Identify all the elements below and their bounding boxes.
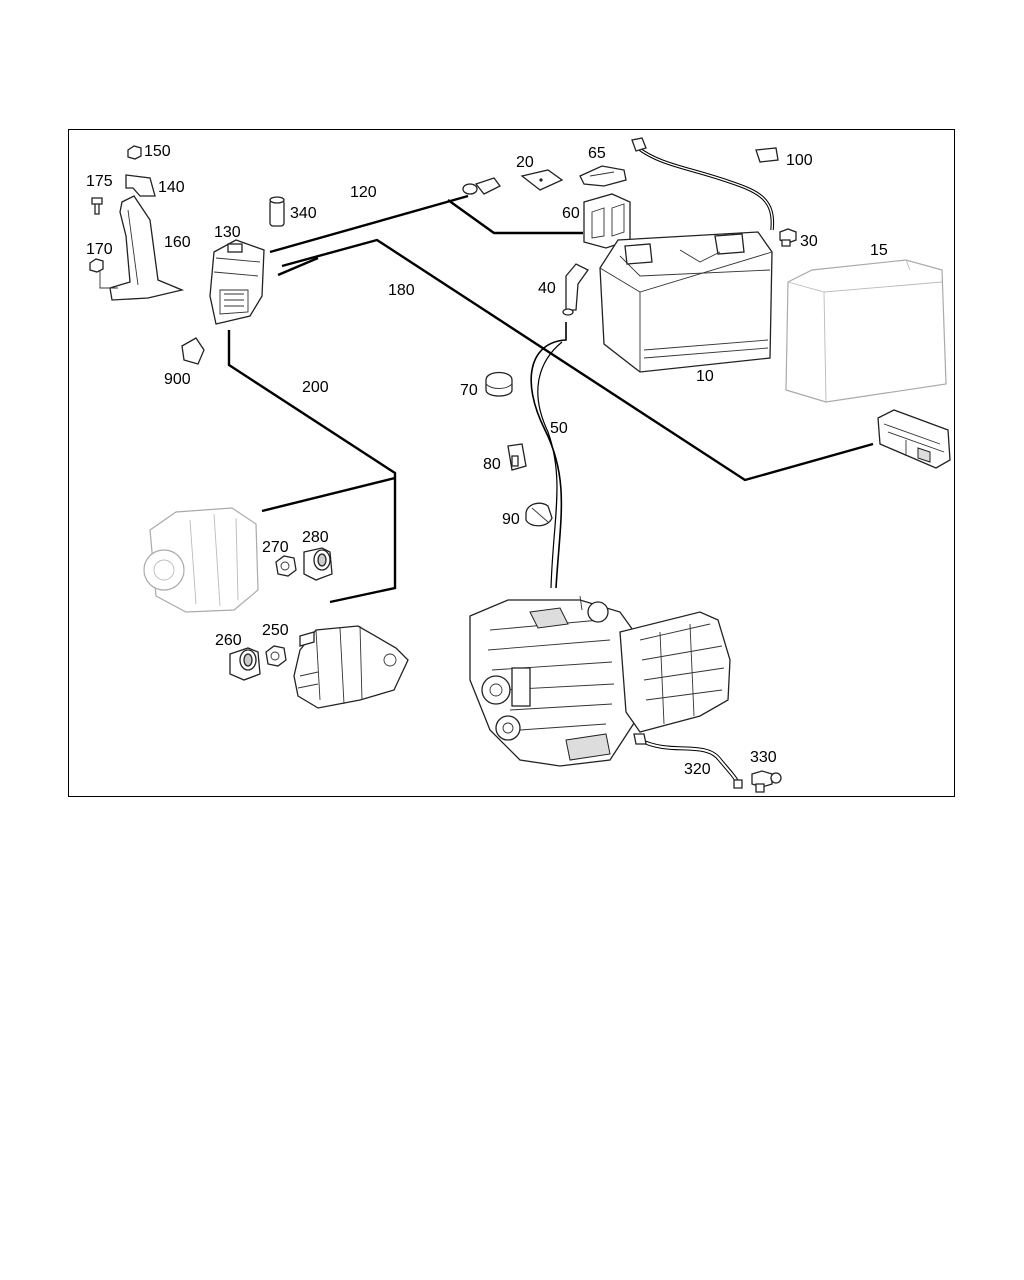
cable-runs	[227, 194, 874, 604]
bracket-140-shape	[125, 174, 156, 197]
cable-120-branch	[447, 199, 583, 235]
cable-50-inner	[537, 341, 563, 589]
bracket-assembly	[89, 145, 185, 301]
callout-20: 20	[516, 154, 534, 171]
cable-200-alt	[261, 476, 396, 513]
cable-180	[281, 238, 874, 482]
callout-175: 175	[86, 173, 113, 190]
elbow-40	[562, 263, 589, 316]
callout-340: 340	[290, 205, 317, 222]
callout-130: 130	[214, 224, 241, 241]
cable-120	[269, 194, 469, 254]
cable-180-stub	[277, 256, 319, 277]
bolt-330	[751, 770, 782, 793]
callout-120: 120	[350, 184, 377, 201]
callout-170: 170	[86, 241, 113, 258]
sensor-80	[507, 443, 527, 471]
battery-10	[599, 231, 773, 373]
ground-strap-320	[633, 733, 743, 789]
plug-340	[269, 196, 285, 227]
tag-900	[181, 337, 205, 365]
alternator	[143, 507, 259, 613]
callout-60: 60	[562, 205, 580, 222]
battery-case-15	[785, 259, 947, 403]
cap-260	[229, 647, 261, 681]
callout-330: 330	[750, 749, 777, 766]
callout-320: 320	[684, 761, 711, 778]
cable-200	[227, 330, 397, 604]
starter-motor	[293, 625, 409, 709]
callout-40: 40	[538, 280, 556, 297]
diagram-frame	[68, 129, 955, 797]
nut-150-shape	[127, 145, 142, 160]
callout-50: 50	[550, 420, 568, 437]
callout-270: 270	[262, 539, 289, 556]
cable-100	[631, 137, 779, 231]
nut-250	[265, 645, 287, 667]
bolt-30	[779, 228, 797, 247]
control-unit	[877, 409, 951, 469]
callout-90: 90	[502, 511, 520, 528]
battery-terminal	[462, 177, 501, 195]
cap-65	[579, 165, 627, 187]
callout-140: 140	[158, 179, 185, 196]
fuse-box-130	[209, 239, 265, 325]
callout-200: 200	[302, 379, 329, 396]
callout-900: 900	[164, 371, 191, 388]
nut-170-shape	[89, 258, 104, 273]
callout-10: 10	[696, 368, 714, 385]
callout-65: 65	[588, 145, 606, 162]
clamp-70	[485, 371, 513, 397]
callout-80: 80	[483, 456, 501, 473]
callout-30: 30	[800, 233, 818, 250]
engine-assembly	[469, 595, 731, 767]
callout-labels: 150 175 140 170 160 340 130 120 20 65 60…	[86, 143, 888, 778]
callout-160: 160	[164, 234, 191, 251]
cable-50	[530, 322, 567, 589]
bolt-175-shape	[91, 197, 103, 215]
callout-100: 100	[786, 152, 813, 169]
bracket-160-shape	[109, 195, 185, 301]
callout-280: 280	[302, 529, 329, 546]
callout-70: 70	[460, 382, 478, 399]
callout-150: 150	[144, 143, 171, 160]
clip-90	[525, 502, 553, 527]
callout-250: 250	[262, 622, 289, 639]
callout-180: 180	[388, 282, 415, 299]
cap-280	[303, 547, 333, 581]
nut-270	[275, 555, 297, 577]
callout-260: 260	[215, 632, 242, 649]
cover-20	[520, 169, 564, 191]
callout-15: 15	[870, 242, 888, 259]
